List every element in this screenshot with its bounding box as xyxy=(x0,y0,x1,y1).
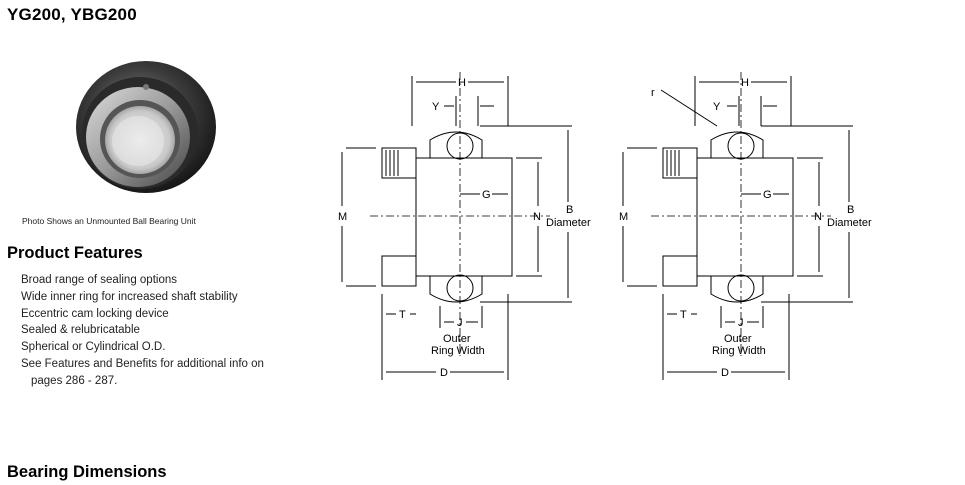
dim-label-n: N xyxy=(814,211,822,223)
dim-label-j-desc-1: Outer xyxy=(724,333,752,345)
feature-item: Eccentric cam locking device xyxy=(21,307,169,320)
feature-item: See Features and Benefits for additional… xyxy=(21,357,264,370)
dimensions-heading: Bearing Dimensions xyxy=(7,463,167,481)
feature-item: Wide inner ring for increased shaft stab… xyxy=(21,290,238,303)
feature-item: Sealed & relubricatable xyxy=(21,324,140,337)
features-heading: Product Features xyxy=(7,244,143,262)
diagram-drawing: H Y G M N B Diameter T J Outer Ring Widt… xyxy=(338,72,591,380)
dim-label-j-desc-1: Outer xyxy=(443,333,471,345)
feature-item: Broad range of sealing options xyxy=(21,274,177,286)
dim-label-j: J xyxy=(738,317,744,329)
bearing-diagram-ybg200: r H Y G M N B Diameter T J Outer Ring Wi… xyxy=(601,66,901,386)
dim-label-d: D xyxy=(440,367,448,379)
dim-label-y: Y xyxy=(713,101,721,113)
feature-item: pages 286 - 287. xyxy=(31,374,118,387)
dim-label-g: G xyxy=(763,189,772,201)
features-list: Broad range of sealing options Wide inne… xyxy=(21,272,264,390)
dim-label-r: r xyxy=(651,87,655,99)
dim-label-g: G xyxy=(482,189,491,201)
bearing-photo xyxy=(60,57,220,207)
bearing-diagram-yg200: H Y G M N B Diameter T J Outer Ring Widt… xyxy=(320,66,620,386)
dim-label-t: T xyxy=(680,309,687,321)
photo-caption: Photo Shows an Unmounted Ball Bearing Un… xyxy=(22,216,196,226)
dim-label-h: H xyxy=(741,77,749,89)
dim-label-h: H xyxy=(458,77,466,89)
dim-label-b: B xyxy=(566,204,573,216)
dim-label-j-desc-2: Ring Width xyxy=(712,345,766,357)
dim-label-j: J xyxy=(457,317,463,329)
dim-label-t: T xyxy=(399,309,406,321)
dim-label-b-desc: Diameter xyxy=(827,217,872,229)
dim-label-j-desc-2: Ring Width xyxy=(431,345,485,357)
dim-label-m: M xyxy=(619,211,628,223)
diagram-drawing: r H Y G M N B Diameter T J Outer Ring Wi… xyxy=(619,72,872,380)
feature-item: Spherical or Cylindrical O.D. xyxy=(21,341,166,354)
dim-label-y: Y xyxy=(432,101,440,113)
dim-label-m: M xyxy=(338,211,347,223)
page-title: YG200, YBG200 xyxy=(7,5,137,24)
dim-label-b: B xyxy=(847,204,854,216)
dim-label-n: N xyxy=(533,211,541,223)
dim-label-b-desc: Diameter xyxy=(546,217,591,229)
dim-label-d: D xyxy=(721,367,729,379)
bearing-photo-graphic xyxy=(76,61,216,193)
